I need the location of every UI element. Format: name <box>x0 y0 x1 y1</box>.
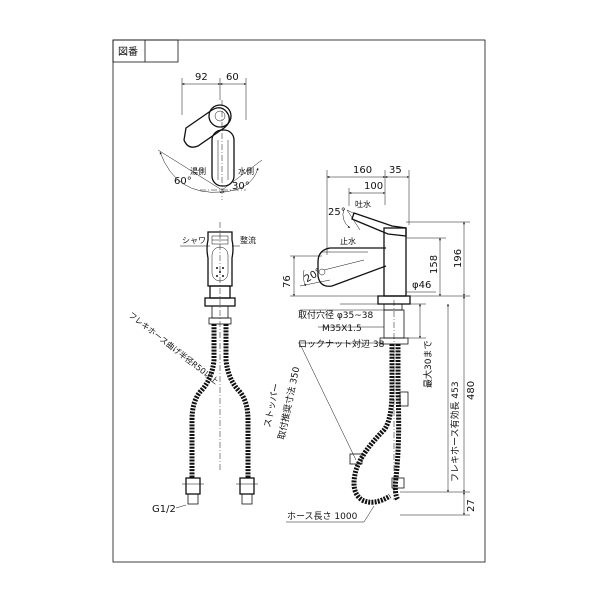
front-view: シャワ 整流 G1/2 フレキホース曲げ半径R50以上 <box>127 222 258 515</box>
drawing-frame <box>112 39 486 563</box>
front-shower-label: シャワ <box>182 236 206 245</box>
title-box-label: 図番 <box>118 46 138 58</box>
side-spout-label: 吐水 <box>355 199 371 209</box>
side-flex-hose: フレキホース有効長 453 <box>449 381 461 482</box>
side-view: 160 35 100 吐水 25° 止水 20° 76 1 <box>262 165 477 523</box>
front-stream-label: 整流 <box>240 235 256 245</box>
side-stop-label: 止水 <box>340 236 356 246</box>
side-dim-100: 100 <box>364 181 383 192</box>
top-angle-30: 30° <box>232 181 250 192</box>
side-lock-nut: ロックナット対辺 38 <box>298 338 385 350</box>
title-box: 図番 <box>112 39 179 63</box>
side-dim-35: 35 <box>389 165 402 176</box>
side-thread: M35X1.5 <box>322 324 362 334</box>
side-dim-27: 27 <box>466 499 477 512</box>
side-phi-46: φ46 <box>412 280 431 291</box>
side-mount-hole: 取付穴径 φ35~38 <box>298 309 374 321</box>
side-max-thickness: 最大30まで <box>422 341 434 388</box>
top-angle-60: 60° <box>174 176 192 187</box>
top-dim-92: 92 <box>195 72 208 83</box>
side-dim-480: 480 <box>466 381 477 400</box>
side-dim-76: 76 <box>282 275 293 288</box>
top-cold-label: 水側 <box>238 166 254 176</box>
side-stopper-line1: ストッパー <box>262 382 282 428</box>
side-dim-196: 196 <box>453 249 464 268</box>
top-dim-60: 60 <box>226 72 239 83</box>
side-dim-160: 160 <box>353 165 372 176</box>
front-hose-note: フレキホース曲げ半径R50以上 <box>127 310 221 386</box>
side-stopper-line2: 取付推奨寸法 350 <box>275 365 302 440</box>
top-view: 92 60 湯側 水側 60° 30° <box>157 72 263 200</box>
front-connection-label: G1/2 <box>152 504 176 515</box>
top-hot-label: 湯側 <box>190 166 206 176</box>
side-angle-25: 25° <box>328 207 346 218</box>
side-dim-158: 158 <box>429 255 440 274</box>
side-hose-length: ホース長さ 1000 <box>287 511 358 522</box>
